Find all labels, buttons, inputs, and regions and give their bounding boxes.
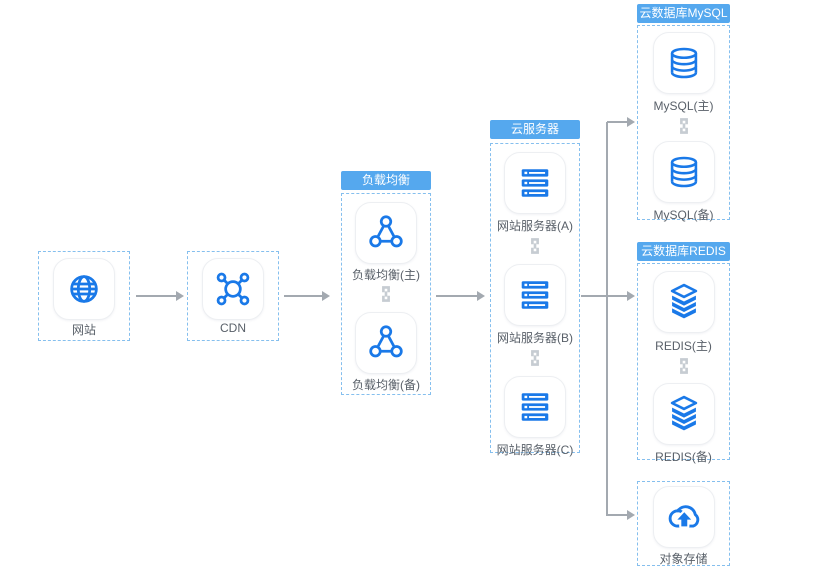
triangle-nodes-icon [369, 215, 403, 248]
server-b-tile [504, 264, 566, 326]
server-c-label: 网站服务器(C) [496, 443, 574, 457]
redis-primary-label: REDIS(主) [655, 339, 712, 353]
node-object-storage: 对象存储 [637, 481, 730, 566]
triangle-nodes-icon [369, 325, 403, 358]
node-redis: REDIS(主) REDIS(备) [637, 263, 730, 464]
chain-link-icon [679, 358, 688, 374]
database-cylinder-icon [670, 47, 698, 79]
redis-section-header: 云数据库REDIS [637, 242, 730, 261]
lb-primary-label: 负载均衡(主) [352, 268, 420, 282]
arrow-cdn-to-lb [284, 291, 330, 301]
lb-backup-label: 负载均衡(备) [352, 378, 420, 392]
mysql-backup-label: MySQL(备) [653, 208, 714, 222]
lb-backup-tile [355, 312, 417, 374]
chain-link-icon [531, 238, 539, 254]
layer-stack-icon [670, 283, 698, 319]
lb-primary-tile [355, 202, 417, 264]
server-rack-icon [521, 393, 549, 421]
cdn-label: CDN [220, 321, 246, 335]
node-cloud-server: 网站服务器(A) 网站服务器(B) 网站服务器(C) [490, 143, 580, 457]
redis-primary-tile [653, 271, 715, 333]
server-rack-icon [521, 281, 549, 309]
lb-section-header: 负载均衡 [341, 171, 431, 190]
layer-stack-icon [670, 395, 698, 431]
hub-network-icon [216, 272, 250, 306]
server-rack-icon [521, 169, 549, 197]
mysql-section-header: 云数据库MySQL [637, 4, 730, 23]
arrow-lb-to-server [436, 291, 485, 301]
database-cylinder-icon [670, 156, 698, 188]
arrow-to-mysql [607, 117, 635, 127]
chain-link-icon [382, 286, 390, 302]
server-c-tile [504, 376, 566, 438]
website-tile [53, 258, 115, 320]
node-load-balancer: 负载均衡(主) 负载均衡(备) [341, 193, 431, 395]
chain-link-icon [531, 350, 539, 366]
node-mysql: MySQL(主) MySQL(备) [637, 25, 730, 222]
chain-link-icon [679, 118, 688, 134]
mysql-primary-label: MySQL(主) [653, 99, 714, 113]
globe-icon [70, 275, 98, 303]
server-b-label: 网站服务器(B) [497, 331, 573, 345]
node-cdn: CDN [187, 251, 279, 341]
server-a-label: 网站服务器(A) [497, 219, 573, 233]
object-storage-tile [653, 486, 715, 548]
connector-stub-line [581, 295, 608, 297]
object-storage-label: 对象存储 [659, 552, 708, 566]
server-section-header: 云服务器 [490, 120, 580, 139]
mysql-backup-tile [653, 141, 715, 203]
arrow-to-redis [608, 291, 635, 301]
cdn-tile [202, 258, 264, 320]
arrow-to-storage [607, 510, 635, 520]
connector-trunk-line [606, 122, 608, 516]
redis-backup-tile [653, 383, 715, 445]
node-website: 网站 [38, 251, 130, 341]
server-a-tile [504, 152, 566, 214]
redis-backup-label: REDIS(备) [655, 450, 712, 464]
website-label: 网站 [71, 323, 96, 337]
mysql-primary-tile [653, 32, 715, 94]
arrow-website-to-cdn [136, 291, 184, 301]
cloud-upload-icon [668, 505, 700, 529]
